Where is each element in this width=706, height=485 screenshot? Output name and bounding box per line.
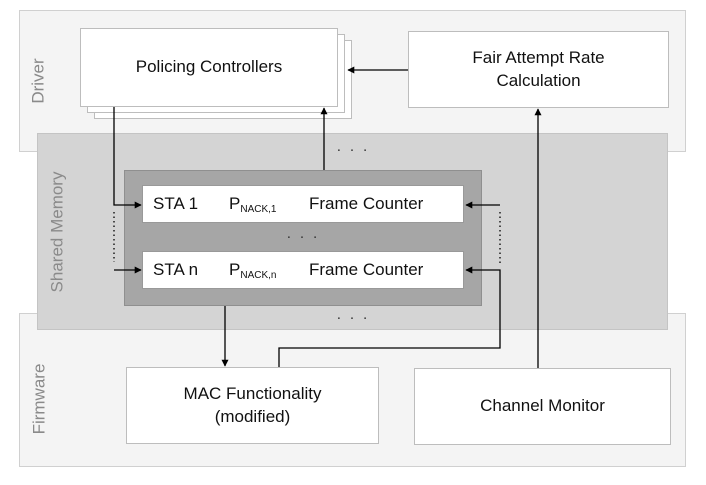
nack-probability: PNACK,1: [229, 193, 277, 215]
frame-counter: Frame Counter: [309, 194, 424, 213]
station-row-n: STA n PNACK,n Frame Counter: [142, 251, 464, 289]
station-id: STA 1: [153, 194, 199, 213]
policing-controllers-box: Policing Controllers: [80, 28, 338, 107]
upper-ellipsis: · · ·: [336, 141, 370, 158]
station-row-1: STA 1 PNACK,1 Frame Counter: [142, 185, 464, 223]
mac-functionality-label-line2: (modified): [214, 406, 291, 426]
mac-functionality-label-line1: MAC Functionality: [183, 383, 322, 403]
mac-functionality-box: MAC Functionality (modified): [126, 367, 379, 444]
frame-counter: Frame Counter: [309, 260, 424, 279]
channel-monitor-label: Channel Monitor: [480, 396, 605, 416]
policing-controllers-label: Policing Controllers: [135, 57, 283, 77]
arrow-controllers-to-sta1: [113, 107, 142, 209]
lower-ellipsis: · · ·: [336, 309, 370, 326]
nack-probability: PNACK,n: [229, 259, 277, 281]
arrow-mac-to-counter-n: [278, 266, 501, 367]
station-id: STA n: [153, 260, 199, 279]
fair-attempt-rate-label-line1: Fair Attempt Rate: [472, 47, 605, 67]
fair-attempt-rate-label-line2: Calculation: [496, 70, 581, 90]
channel-monitor-box: Channel Monitor: [414, 368, 671, 445]
table-row-ellipsis: · · ·: [286, 228, 320, 245]
fair-attempt-rate-box: Fair Attempt Rate Calculation: [408, 31, 669, 108]
